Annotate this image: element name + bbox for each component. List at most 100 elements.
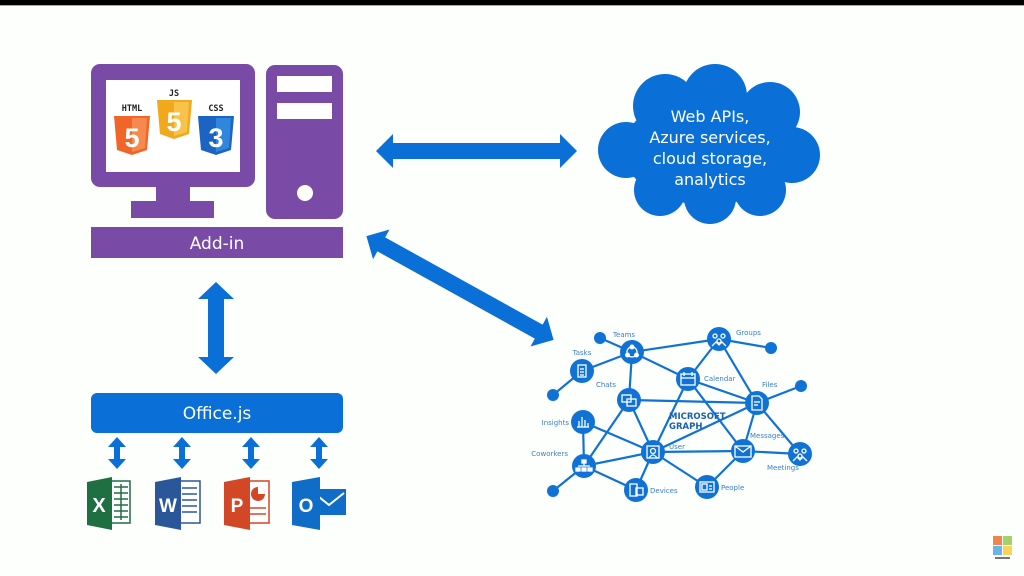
graph-edge-teams-groups xyxy=(631,337,720,354)
graph-node-files: Files xyxy=(745,381,778,415)
css3-badge: CSS 3 xyxy=(198,104,234,155)
graph-node-label: People xyxy=(721,484,744,492)
graph-node-chats: Chats xyxy=(596,381,641,412)
graph-edge-insights-user xyxy=(582,420,654,454)
addin-label: Add-in xyxy=(190,234,245,254)
tower-power-button xyxy=(297,185,313,201)
powerpoint-arrow xyxy=(242,437,260,469)
org-chart-icon xyxy=(575,459,593,472)
graph-node-circle xyxy=(617,388,641,412)
cloud-line-4: analytics xyxy=(674,170,746,189)
graph-node-label: Calendar xyxy=(704,375,736,383)
insights-icon xyxy=(577,417,589,428)
graph-node-label: User xyxy=(669,443,685,451)
graph-title-line-1: MICROSOFT xyxy=(669,412,726,422)
graph-end-dot xyxy=(795,380,807,392)
cloud-line-1: Web APIs, xyxy=(671,107,750,126)
graph-node-coworkers: Coworkers xyxy=(531,450,596,478)
microsoft-logo xyxy=(993,536,1012,559)
graph-edge-user-calendar xyxy=(652,378,689,453)
graph-edge-calendar-messages xyxy=(687,378,744,452)
js-badge-label: JS xyxy=(169,89,179,99)
cloud-line-2: Azure services, xyxy=(649,128,770,147)
graph-edge-groups-files xyxy=(718,338,758,404)
graph-node-label: Coworkers xyxy=(531,450,568,458)
powerpoint-letter: P xyxy=(231,496,244,517)
addin-computer-group: Add-in HTML 5 JS 5 CSS 3 xyxy=(91,64,343,258)
graph-end-dots xyxy=(547,332,807,497)
outlook-arrow xyxy=(310,437,328,469)
excel-letter: X xyxy=(92,495,106,517)
cloud-line-3: cloud storage, xyxy=(653,149,767,168)
outlook-icon: O xyxy=(292,477,346,530)
graph-node-label: Messages xyxy=(750,432,785,440)
graph-node-label: Insights xyxy=(542,419,570,427)
js-glyph: 5 xyxy=(166,107,181,137)
graph-node-teams: Teams xyxy=(612,331,644,364)
addin-cloud-arrow xyxy=(376,134,577,168)
html5-badge: HTML 5 xyxy=(114,104,150,155)
outlook-letter: O xyxy=(299,496,314,517)
addin-bar xyxy=(91,227,343,258)
graph-node-circle xyxy=(676,367,700,391)
graph-node-messages: Messages xyxy=(731,432,785,463)
devices-icon xyxy=(629,483,644,497)
user-icon xyxy=(646,445,660,459)
addin-officejs-arrow xyxy=(198,282,234,374)
graph-node-label: Chats xyxy=(596,381,616,389)
graph-node-label: Teams xyxy=(612,331,636,339)
meetings-icon xyxy=(792,448,808,462)
graph-node-circle xyxy=(641,440,665,464)
js-badge: JS 5 xyxy=(157,89,192,139)
word-icon: W xyxy=(155,477,201,530)
people-card-icon xyxy=(699,481,715,493)
groups-icon xyxy=(711,333,727,347)
officejs-bar xyxy=(91,393,343,433)
graph-node-label: Groups xyxy=(736,329,761,337)
graph-node-meetings: Meetings xyxy=(767,442,812,472)
chats-icon xyxy=(621,394,637,407)
excel-icon: X xyxy=(87,477,131,530)
graph-end-dot xyxy=(547,389,559,401)
mail-icon xyxy=(734,445,752,458)
cloud-text: Web APIs, Azure services, cloud storage,… xyxy=(649,107,770,189)
graph-node-circle xyxy=(570,359,594,383)
graph-node-circle xyxy=(620,340,644,364)
cloud-shape xyxy=(598,64,820,224)
graph-node-label: Files xyxy=(762,381,778,389)
graph-node-groups: Groups xyxy=(707,327,761,351)
graph-title-line-2: GRAPH xyxy=(669,422,702,432)
graph-node-insights: Insights xyxy=(542,410,595,434)
graph-end-dot xyxy=(765,342,777,354)
graph-edge-user-files xyxy=(652,402,758,453)
addin-graph-arrow xyxy=(366,229,554,347)
officejs-label: Office.js xyxy=(183,404,252,424)
graph-end-dot xyxy=(547,485,559,497)
tower-drive-bay-2 xyxy=(277,103,332,119)
calendar-icon xyxy=(680,372,696,386)
top-border-bar xyxy=(0,0,1024,6)
word-letter: W xyxy=(159,496,177,517)
html5-badge-label: HTML xyxy=(122,104,142,114)
excel-arrow xyxy=(108,437,126,469)
css3-badge-label: CSS xyxy=(208,104,223,114)
graph-node-user: User xyxy=(641,440,685,464)
powerpoint-icon: P xyxy=(224,477,270,530)
graph-edge-chats-files xyxy=(628,398,758,405)
graph-node-label: Tasks xyxy=(572,349,592,357)
graph-end-dot xyxy=(594,332,606,344)
css3-glyph: 3 xyxy=(208,123,223,153)
monitor-base xyxy=(131,201,214,218)
graph-node-people: People xyxy=(695,475,744,499)
html5-glyph: 5 xyxy=(124,123,139,153)
graph-node-tasks: Tasks xyxy=(570,349,594,383)
graph-edge-calendar-files xyxy=(687,377,758,405)
graph-edge-user-messages xyxy=(652,449,744,454)
officejs-app-arrows xyxy=(108,437,328,469)
graph-node-circle xyxy=(745,391,769,415)
graph-node-circle xyxy=(571,410,595,434)
graph-node-devices: Devices xyxy=(624,478,678,502)
graph-node-label: Devices xyxy=(650,487,678,495)
